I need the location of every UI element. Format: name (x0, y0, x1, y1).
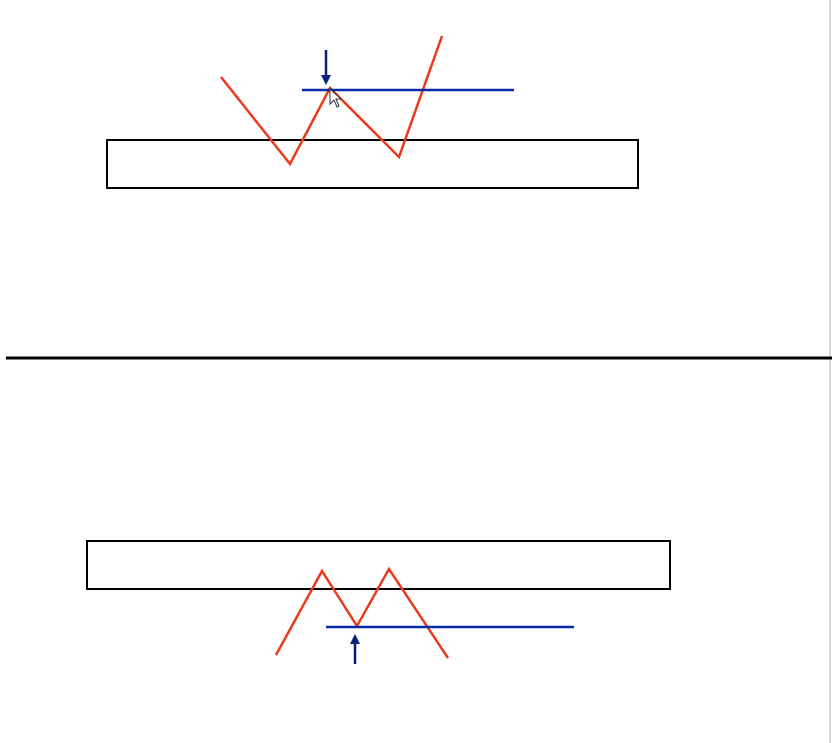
bottom-zigzag-line (274, 566, 450, 659)
mouse-pointer-icon (329, 87, 343, 108)
bottom-zone-box (86, 540, 671, 590)
top-panel (106, 35, 639, 189)
top-zigzag-line (220, 35, 444, 167)
bottom-panel (86, 540, 671, 664)
top-zone-box (106, 139, 639, 189)
